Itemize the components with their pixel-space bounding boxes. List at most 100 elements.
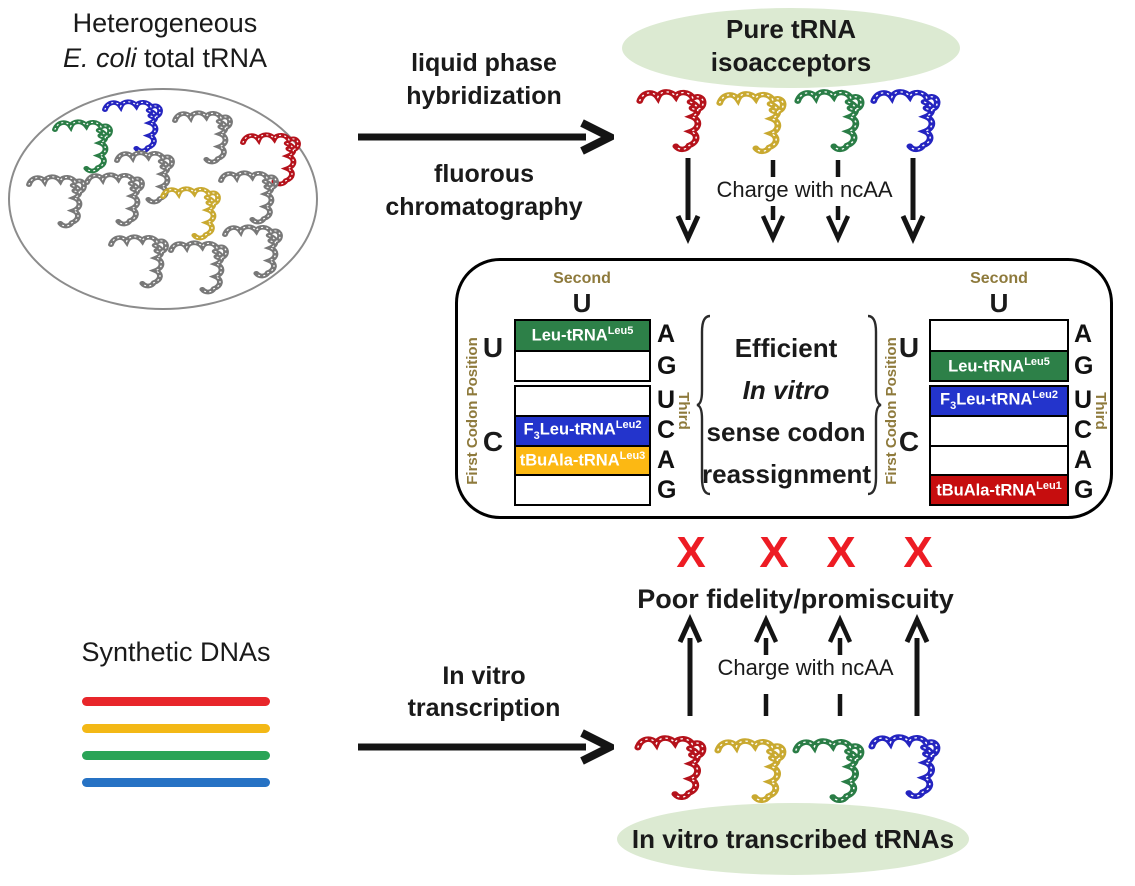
x-mark: X bbox=[903, 528, 933, 577]
dna-line bbox=[82, 751, 270, 760]
transcription-label-line2: transcription bbox=[407, 694, 561, 722]
codon-group-box: Leu-tRNALeu5 bbox=[514, 319, 651, 382]
trna-icon bbox=[868, 84, 944, 154]
chromatography-label-line2: chromatography bbox=[385, 193, 583, 221]
first-base-c: C bbox=[482, 426, 504, 457]
third-base-letter: C bbox=[657, 415, 676, 444]
center-claim-line4: reassignment bbox=[702, 459, 872, 489]
trna-cell-label: F3Leu-tRNALeu2 bbox=[940, 389, 1058, 413]
codon-row bbox=[516, 387, 649, 417]
pure-isoacceptors-label: Pure tRNA isoacceptors bbox=[622, 13, 960, 79]
center-claim-line2: In vitro bbox=[742, 375, 830, 405]
codon-row bbox=[931, 417, 1067, 447]
third-base-letter: A bbox=[657, 320, 676, 349]
pure-isoacceptors-ellipse bbox=[622, 8, 960, 88]
codon-row: tBuAla-tRNALeu1 bbox=[931, 476, 1067, 504]
third-base-letter: U bbox=[1074, 385, 1093, 414]
trna-icon bbox=[106, 230, 172, 290]
charge-with-ncaa-label: Charge with ncAA bbox=[702, 177, 907, 203]
third-base-letter: U bbox=[657, 385, 676, 414]
purification-arrow-right-icon bbox=[358, 119, 614, 155]
codon-group-box: F3Leu-tRNALeu2 tBuAla-tRNALeu1 bbox=[929, 385, 1069, 506]
center-claim-line1: Efficient bbox=[734, 333, 838, 363]
trna-icon bbox=[866, 729, 944, 801]
hybridization-label: liquid phase hybridization bbox=[350, 47, 618, 113]
third-base-letter: C bbox=[1074, 415, 1093, 444]
third-base-letter: A bbox=[657, 446, 676, 475]
x-mark: X bbox=[676, 528, 706, 577]
dna-line bbox=[82, 697, 270, 706]
third-position-label: Third bbox=[1092, 392, 1109, 430]
codon-row: Leu-tRNALeu5 bbox=[516, 321, 649, 352]
dna-line bbox=[82, 778, 270, 787]
total-trna-pool-ellipse bbox=[8, 88, 318, 310]
transcription-arrow-right-icon bbox=[358, 729, 614, 765]
trna-icon bbox=[220, 220, 286, 280]
codon-row bbox=[931, 447, 1067, 477]
right-brace-icon bbox=[867, 314, 882, 496]
second-position-label: Second bbox=[553, 270, 611, 287]
synthetic-dnas-label: Synthetic DNAs bbox=[81, 637, 271, 667]
transcription-label: In vitro transcription bbox=[350, 660, 618, 724]
codon-group-box: F3Leu-tRNALeu2 tBuAla-tRNALeu3 bbox=[514, 385, 651, 506]
codon-row bbox=[931, 321, 1067, 352]
trna-cell-label: tBuAla-tRNALeu1 bbox=[936, 479, 1062, 500]
first-base-u: U bbox=[898, 332, 920, 363]
codon-row bbox=[516, 352, 649, 381]
trna-icon bbox=[714, 86, 790, 156]
first-base-u: U bbox=[482, 332, 504, 363]
center-claim-line3: sense codon bbox=[706, 417, 866, 447]
trna-cell-label: tBuAla-tRNALeu3 bbox=[519, 450, 646, 470]
chromatography-label: fluorous chromatography bbox=[350, 158, 618, 224]
transcription-label-line1: In vitro bbox=[442, 662, 526, 690]
first-base-c: C bbox=[898, 426, 920, 457]
second-base: U bbox=[572, 288, 592, 318]
x-mark: X bbox=[826, 528, 856, 577]
third-position-label: Third bbox=[675, 392, 692, 430]
center-claim: Efficient In vitro sense codon reassignm… bbox=[702, 327, 872, 495]
codon-group-box: Leu-tRNALeu5 bbox=[929, 319, 1069, 382]
trna-cell-label: F3Leu-tRNALeu2 bbox=[523, 419, 642, 443]
poor-fidelity-label: Poor fidelity/promiscuity bbox=[637, 584, 954, 614]
pure-isoacceptors-line2: isoacceptors bbox=[710, 47, 872, 77]
pure-isoacceptors-line1: Pure tRNA bbox=[725, 14, 856, 44]
trna-icon bbox=[632, 730, 710, 802]
trna-icon bbox=[170, 106, 236, 166]
third-base-letter: G bbox=[1074, 351, 1094, 380]
codon-row bbox=[516, 476, 649, 504]
trna-icon bbox=[790, 733, 868, 805]
second-position-label: Second bbox=[970, 270, 1028, 287]
codon-row: tBuAla-tRNALeu3 bbox=[516, 446, 649, 477]
codon-panel bbox=[455, 258, 1113, 519]
trna-icon bbox=[792, 84, 868, 154]
hybridization-label-line1: liquid phase bbox=[411, 49, 557, 77]
dna-line bbox=[82, 724, 270, 733]
trna-cell-label: Leu-tRNALeu5 bbox=[948, 355, 1050, 376]
charge-with-ncaa-label: Charge with ncAA bbox=[703, 655, 908, 681]
left-brace-icon bbox=[696, 314, 711, 496]
charge-arrows-down-icon bbox=[675, 158, 926, 244]
codon-row: F3Leu-tRNALeu2 bbox=[516, 416, 649, 447]
third-base-letter: G bbox=[1074, 476, 1094, 505]
charge-arrows-up-icon bbox=[677, 614, 930, 716]
third-base-letter: G bbox=[657, 351, 677, 380]
third-base-letter: G bbox=[657, 476, 677, 505]
pool-title-line2: E. coli total tRNA bbox=[30, 41, 300, 76]
trna-icon bbox=[216, 166, 282, 226]
codon-row: Leu-tRNALeu5 bbox=[931, 351, 1067, 380]
pool-title-rest: total tRNA bbox=[136, 43, 268, 73]
ivt-ellipse bbox=[617, 803, 969, 875]
x-mark: X bbox=[759, 528, 789, 577]
third-base-letter: A bbox=[1074, 446, 1093, 475]
second-base: U bbox=[989, 288, 1009, 318]
pool-title: Heterogeneous E. coli total tRNA bbox=[30, 6, 300, 76]
codon-row: F3Leu-tRNALeu2 bbox=[931, 387, 1067, 417]
